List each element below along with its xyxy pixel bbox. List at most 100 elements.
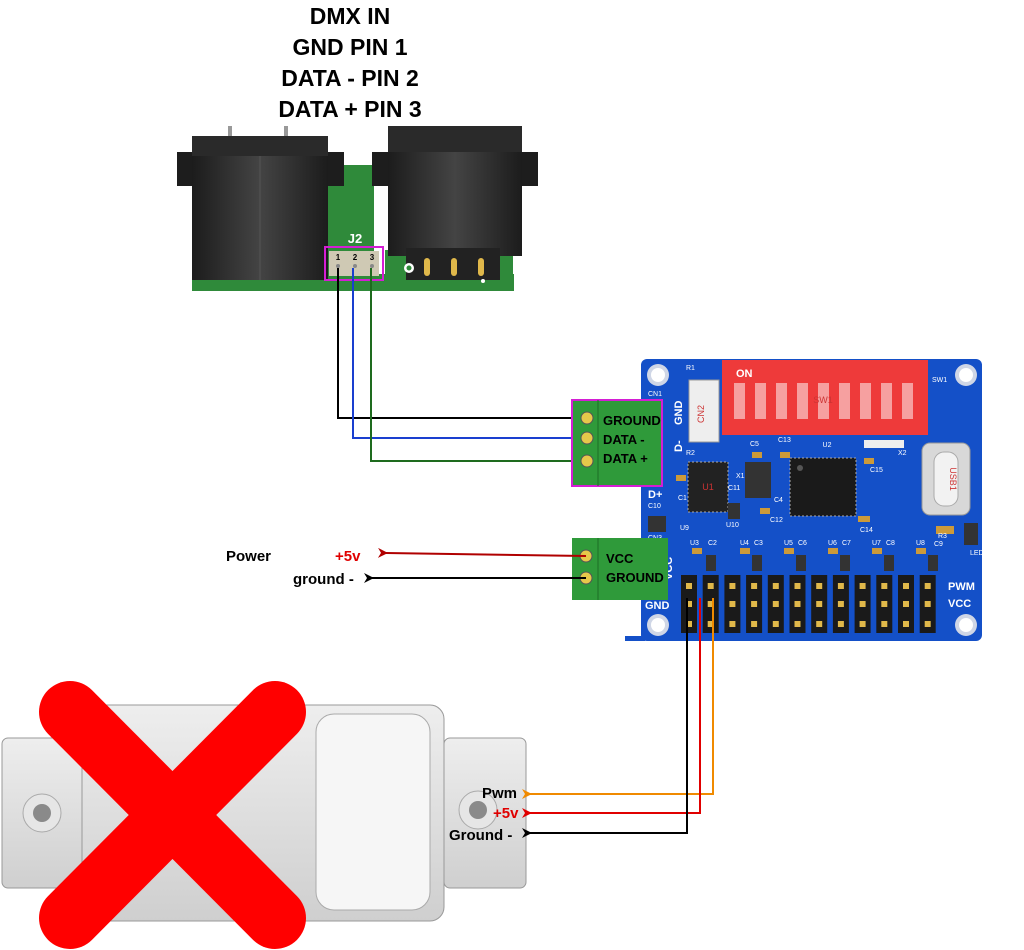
x2-header: [864, 440, 904, 448]
part-led1: LED1: [970, 550, 988, 557]
dmx-term-data-minus: DATA -: [603, 432, 645, 447]
header-pin: [816, 621, 823, 627]
header-pin: [794, 583, 801, 589]
title-line-3: DATA - PIN 2: [281, 65, 419, 91]
d-plus-label: D+: [648, 489, 662, 501]
wire-data-plus: [370, 268, 585, 462]
part-cn1: CN1: [648, 391, 662, 398]
d-minus-label: D-: [673, 440, 685, 452]
vcc-right-label: VCC: [948, 598, 971, 610]
header-pin: [837, 621, 844, 627]
x1-crystal: [745, 462, 771, 498]
power-terminal-block: VCC GROUND: [572, 538, 668, 600]
u2-label: U2: [823, 442, 832, 449]
part-u8: U8: [916, 540, 925, 547]
header-pin: [881, 601, 888, 607]
cross-icon: [39, 681, 306, 949]
power-terminal-body: [572, 538, 668, 600]
power-plus-label: +5v: [335, 548, 361, 565]
j2-pin-1-label: 1: [336, 253, 341, 262]
part-c6: C6: [798, 540, 807, 547]
part-c9: C9: [934, 541, 943, 548]
part-c4: C4: [774, 497, 783, 504]
header-pin: [837, 583, 844, 589]
part-c12: C12: [770, 517, 783, 524]
part-r2: R2: [686, 450, 695, 457]
power-term-vcc: VCC: [606, 551, 634, 566]
dmx-controller-pcb: ON SW1 SW1 CN2 GND D- D+ USB1: [625, 359, 988, 641]
part-c5: C5: [750, 441, 759, 448]
part-u7: U7: [872, 540, 881, 547]
wire-servo-ground: [522, 598, 688, 838]
servo-wires: [522, 598, 714, 838]
part-u5: U5: [784, 540, 793, 547]
u1-chip: U1: [687, 461, 729, 513]
title-line-2: GND PIN 1: [292, 34, 407, 60]
xlr-connector-board: J2 1 2 3: [177, 126, 538, 291]
dip-on-label: ON: [736, 368, 753, 380]
sw1-silk: SW1: [932, 377, 947, 384]
part-u3: U3: [690, 540, 699, 547]
servo-horn-area: [315, 713, 431, 911]
header-pin: [707, 601, 714, 607]
j2-pin-2: [353, 264, 357, 268]
part-u9: U9: [680, 525, 689, 532]
part-u10: U10: [726, 522, 739, 529]
header-pin: [751, 583, 758, 589]
passive-components: [648, 452, 978, 571]
xlr-jack-left: [177, 126, 344, 280]
gnd-left-label: GND: [645, 600, 670, 612]
header-pin: [924, 583, 931, 589]
dip-switch-id: SW1: [813, 395, 833, 405]
header-pin: [707, 583, 714, 589]
xlr-jack-right: [372, 126, 538, 280]
wire-data-minus: [352, 268, 585, 439]
header-pin: [816, 601, 823, 607]
header-pin: [903, 583, 909, 589]
pcb-mount-holes: [647, 364, 977, 636]
header-pin: [772, 621, 779, 627]
header-pin: [772, 583, 779, 589]
header-pin: [751, 621, 758, 627]
cn2-connector: CN2: [688, 379, 720, 443]
part-r3: R3: [938, 533, 947, 540]
servo-ground-label: Ground -: [449, 827, 512, 844]
header-pin: [686, 601, 692, 607]
mcu-chip: U2: [789, 442, 857, 517]
part-c3: C3: [754, 540, 763, 547]
part-c14: C14: [860, 527, 873, 534]
header-pin: [859, 583, 866, 589]
part-x2: X2: [898, 450, 907, 457]
servo-motor: [1, 704, 527, 922]
usb-label: USB1: [948, 467, 958, 491]
part-c8: C8: [886, 540, 895, 547]
header-pin: [707, 621, 714, 627]
part-x1: X1: [736, 473, 745, 480]
servo-plus-label: +5v: [493, 805, 519, 822]
dmx-term-data-plus: DATA +: [603, 451, 648, 466]
power-term-ground: GROUND: [606, 570, 664, 585]
header-pin: [837, 601, 844, 607]
header-pin: [729, 621, 736, 627]
dmx-terminal-block: GROUND DATA - DATA +: [571, 399, 663, 487]
part-r1: R1: [686, 365, 695, 372]
title-line-4: DATA + PIN 3: [278, 96, 421, 122]
header-pin: [794, 621, 801, 627]
header-pin: [729, 601, 736, 607]
gnd-top-label: GND: [673, 401, 685, 426]
part-c1: C1: [678, 495, 687, 502]
part-u6: U6: [828, 540, 837, 547]
part-u4: U4: [740, 540, 749, 547]
header-pin: [686, 583, 692, 589]
header-pin: [816, 583, 823, 589]
header-pin: [881, 583, 888, 589]
diagram-title: DMX IN GND PIN 1 DATA - PIN 2 DATA + PIN…: [278, 3, 421, 122]
header-pin: [751, 601, 758, 607]
header-pin: [686, 621, 692, 627]
wire-power-plus: [377, 547, 587, 558]
part-c11: C11: [728, 485, 740, 492]
j2-pin-3-label: 3: [370, 253, 375, 262]
power-wires: [364, 547, 587, 583]
part-c15: C15: [870, 467, 883, 474]
